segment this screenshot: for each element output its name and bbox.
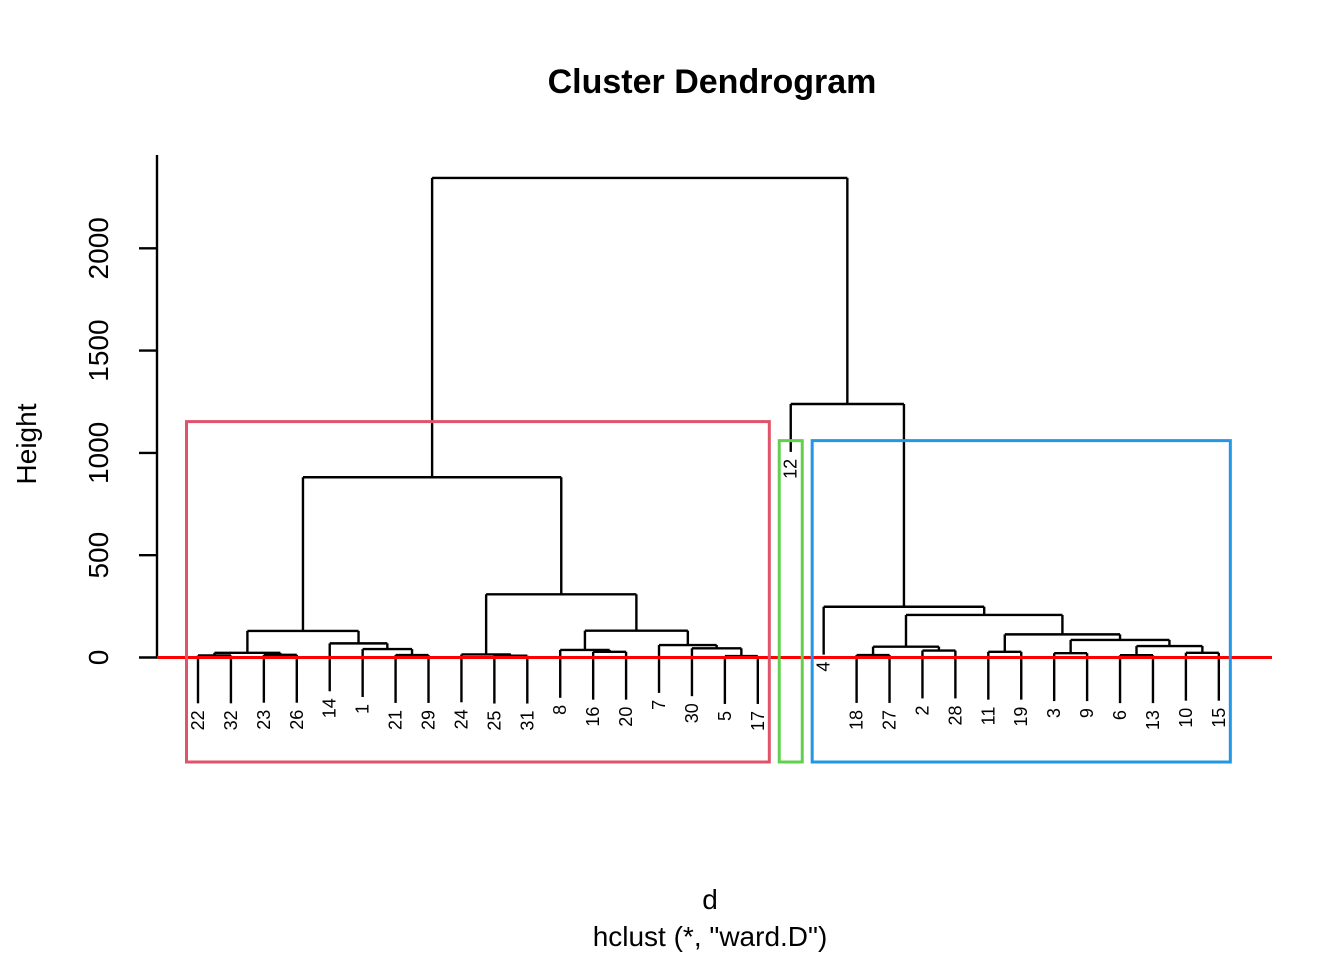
y-axis-tick-label: 2000 — [83, 217, 114, 279]
y-axis-tick-label: 0 — [83, 650, 114, 666]
leaf-label: 2 — [912, 705, 932, 715]
leaf-label: 7 — [649, 700, 669, 710]
leaf-label: 23 — [254, 710, 274, 730]
y-axis-tick-label: 500 — [83, 532, 114, 579]
leaf-label: 16 — [583, 707, 603, 727]
leaf-label: 31 — [517, 711, 537, 731]
leaf-label: 9 — [1077, 708, 1097, 718]
leaf-label: 5 — [715, 711, 735, 721]
leaf-label: 13 — [1143, 710, 1163, 730]
leaf-label: 19 — [1011, 707, 1031, 727]
leaf-label: 20 — [616, 707, 636, 727]
leaf-label: 22 — [188, 710, 208, 730]
y-axis-tick-label: 1500 — [83, 319, 114, 381]
cluster-box-cluster-3 — [810, 439, 1232, 764]
leaf-label: 18 — [847, 710, 867, 730]
leaf-label: 1 — [353, 704, 373, 714]
plot-title: Cluster Dendrogram — [548, 63, 877, 101]
cluster-box-cluster-2 — [777, 439, 804, 764]
leaf-label: 12 — [781, 459, 801, 479]
leaf-label: 14 — [320, 698, 340, 718]
y-axis-label: Height — [11, 403, 42, 484]
leaf-label: 6 — [1110, 710, 1130, 720]
leaf-label: 28 — [945, 705, 965, 725]
x-axis-label: d — [702, 884, 718, 915]
leaf-label: 4 — [814, 662, 834, 672]
leaf-label: 17 — [748, 711, 768, 731]
leaf-label: 29 — [419, 710, 439, 730]
leaf-label: 24 — [451, 709, 471, 729]
leaf-label: 15 — [1209, 708, 1229, 728]
leaf-label: 32 — [221, 710, 241, 730]
leaf-label: 30 — [682, 703, 702, 723]
leaf-label: 11 — [978, 707, 998, 726]
leaf-label: 26 — [287, 710, 307, 730]
leaf-label: 3 — [1044, 708, 1064, 718]
leaf-label: 8 — [550, 705, 570, 715]
y-axis-tick-label: 1000 — [83, 422, 114, 484]
leaf-label: 21 — [386, 710, 406, 730]
leaf-label: 25 — [484, 711, 504, 731]
leaf-label: 27 — [880, 710, 900, 730]
leaf-label: 10 — [1176, 708, 1196, 728]
cluster-box-cluster-1 — [185, 420, 771, 764]
x-axis-sub-label: hclust (*, "ward.D") — [593, 921, 828, 952]
